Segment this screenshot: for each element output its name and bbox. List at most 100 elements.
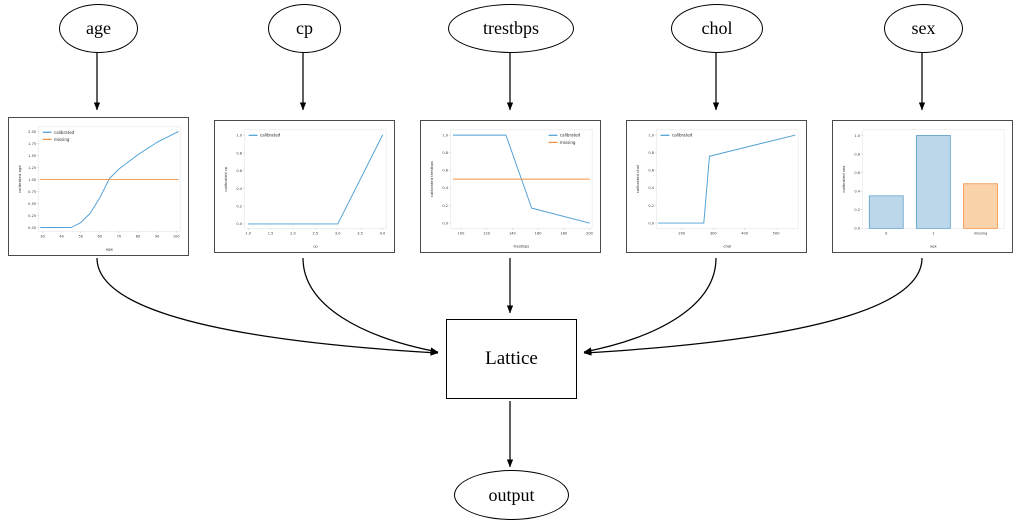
svg-text:calibrated age: calibrated age (17, 165, 22, 193)
svg-text:1.0: 1.0 (648, 133, 654, 137)
svg-text:400: 400 (741, 231, 749, 235)
svg-text:chol: chol (723, 244, 731, 249)
svg-text:160: 160 (535, 231, 543, 235)
node-age-label: age (86, 18, 111, 38)
svg-text:3.0: 3.0 (335, 231, 341, 235)
svg-text:1.0: 1.0 (442, 133, 448, 137)
node-cp-label: cp (296, 18, 313, 38)
node-trestbps-label: trestbps (483, 18, 539, 38)
svg-text:2.0: 2.0 (290, 231, 296, 235)
svg-text:100: 100 (173, 234, 181, 238)
svg-text:0.75: 0.75 (28, 190, 36, 194)
svg-text:0.2: 0.2 (236, 205, 242, 209)
svg-text:missing: missing (54, 137, 70, 142)
svg-text:40: 40 (59, 234, 64, 238)
svg-text:90: 90 (155, 234, 160, 238)
svg-text:1.50: 1.50 (28, 154, 37, 158)
svg-text:0.0: 0.0 (648, 221, 654, 225)
svg-text:0.00: 0.00 (28, 226, 37, 230)
svg-text:140: 140 (509, 231, 517, 235)
svg-text:180: 180 (560, 231, 568, 235)
svg-text:30: 30 (40, 234, 45, 238)
svg-text:100: 100 (458, 231, 466, 235)
node-age[interactable]: age (59, 4, 138, 53)
chart-panel-cp[interactable]: 0.0 0.2 0.4 0.6 0.8 1.0 1.0 1.5 2.0 2.5 3.0 3.5 4.0 c… (214, 120, 395, 253)
svg-text:80: 80 (136, 234, 141, 238)
svg-text:300: 300 (710, 231, 718, 235)
svg-text:calibrated sex: calibrated sex (841, 165, 846, 193)
svg-text:0.8: 0.8 (236, 151, 242, 155)
svg-text:0.0: 0.0 (236, 222, 242, 226)
svg-text:1.75: 1.75 (28, 142, 36, 146)
edge-cp-chart-to-lattice (302, 257, 439, 354)
svg-text:1.25: 1.25 (28, 166, 36, 170)
svg-text:0.8: 0.8 (648, 151, 654, 155)
svg-text:0.6: 0.6 (854, 171, 860, 175)
svg-text:1.5: 1.5 (268, 231, 274, 235)
edge-sex-chart-to-lattice (583, 257, 923, 356)
svg-text:1.00: 1.00 (28, 178, 37, 182)
svg-text:0.8: 0.8 (442, 151, 448, 155)
svg-text:calibrated: calibrated (560, 133, 581, 138)
svg-text:1.0: 1.0 (854, 134, 860, 138)
svg-text:120: 120 (483, 231, 491, 235)
node-output-label: output (488, 484, 535, 505)
node-sex[interactable]: sex (884, 4, 963, 53)
svg-text:calibrated: calibrated (54, 130, 75, 135)
svg-text:0.8: 0.8 (854, 152, 860, 156)
plot-sex: 0.0 0.2 0.4 0.6 0.8 1.0 0 1 missing sex calibrated… (833, 121, 1012, 252)
node-chol-label: chol (701, 18, 733, 38)
svg-text:3.5: 3.5 (357, 231, 363, 235)
svg-text:0.0: 0.0 (442, 221, 448, 225)
svg-text:0: 0 (885, 231, 888, 235)
svg-text:200: 200 (586, 231, 594, 235)
svg-text:70: 70 (117, 234, 122, 238)
svg-text:0.4: 0.4 (854, 190, 860, 194)
svg-text:1.0: 1.0 (245, 231, 251, 235)
svg-text:200: 200 (678, 231, 686, 235)
svg-text:trestbps: trestbps (514, 244, 530, 249)
svg-text:0.4: 0.4 (648, 186, 654, 190)
svg-text:2.00: 2.00 (28, 130, 37, 134)
edge-age-chart-to-lattice (96, 257, 439, 356)
svg-text:0.4: 0.4 (236, 187, 242, 191)
svg-text:0.2: 0.2 (442, 204, 448, 208)
svg-text:1: 1 (932, 231, 934, 235)
svg-text:calibrated chol: calibrated chol (635, 165, 640, 193)
svg-text:calibrated: calibrated (260, 133, 281, 138)
svg-text:calibrated: calibrated (672, 133, 693, 138)
svg-text:sex: sex (930, 244, 937, 249)
node-lattice-label: Lattice (485, 348, 538, 369)
node-lattice[interactable]: Lattice (446, 319, 577, 399)
svg-text:1.0: 1.0 (236, 134, 242, 138)
node-sex-label: sex (911, 18, 936, 38)
node-output[interactable]: output (454, 470, 569, 520)
edge-chol-chart-to-lattice (583, 257, 717, 354)
svg-text:0.2: 0.2 (854, 208, 860, 212)
svg-text:0.6: 0.6 (648, 169, 654, 173)
svg-text:missing: missing (974, 231, 988, 235)
svg-text:2.5: 2.5 (313, 231, 319, 235)
node-chol[interactable]: chol (671, 4, 763, 53)
chart-panel-sex[interactable]: 0.0 0.2 0.4 0.6 0.8 1.0 0 1 missing sex calibrated… (832, 120, 1013, 253)
node-cp[interactable]: cp (268, 4, 341, 53)
svg-text:4.0: 4.0 (380, 231, 386, 235)
svg-text:0.4: 0.4 (442, 186, 448, 190)
svg-text:missing: missing (560, 140, 576, 145)
svg-text:50: 50 (78, 234, 83, 238)
svg-text:0.0: 0.0 (854, 227, 860, 231)
svg-text:60: 60 (98, 234, 103, 238)
svg-text:age: age (106, 247, 114, 252)
svg-text:calibrated trestbps: calibrated trestbps (429, 161, 434, 197)
svg-text:cp: cp (313, 244, 318, 249)
node-trestbps[interactable]: trestbps (448, 4, 574, 53)
svg-text:500: 500 (773, 231, 781, 235)
svg-text:0.6: 0.6 (236, 169, 242, 173)
